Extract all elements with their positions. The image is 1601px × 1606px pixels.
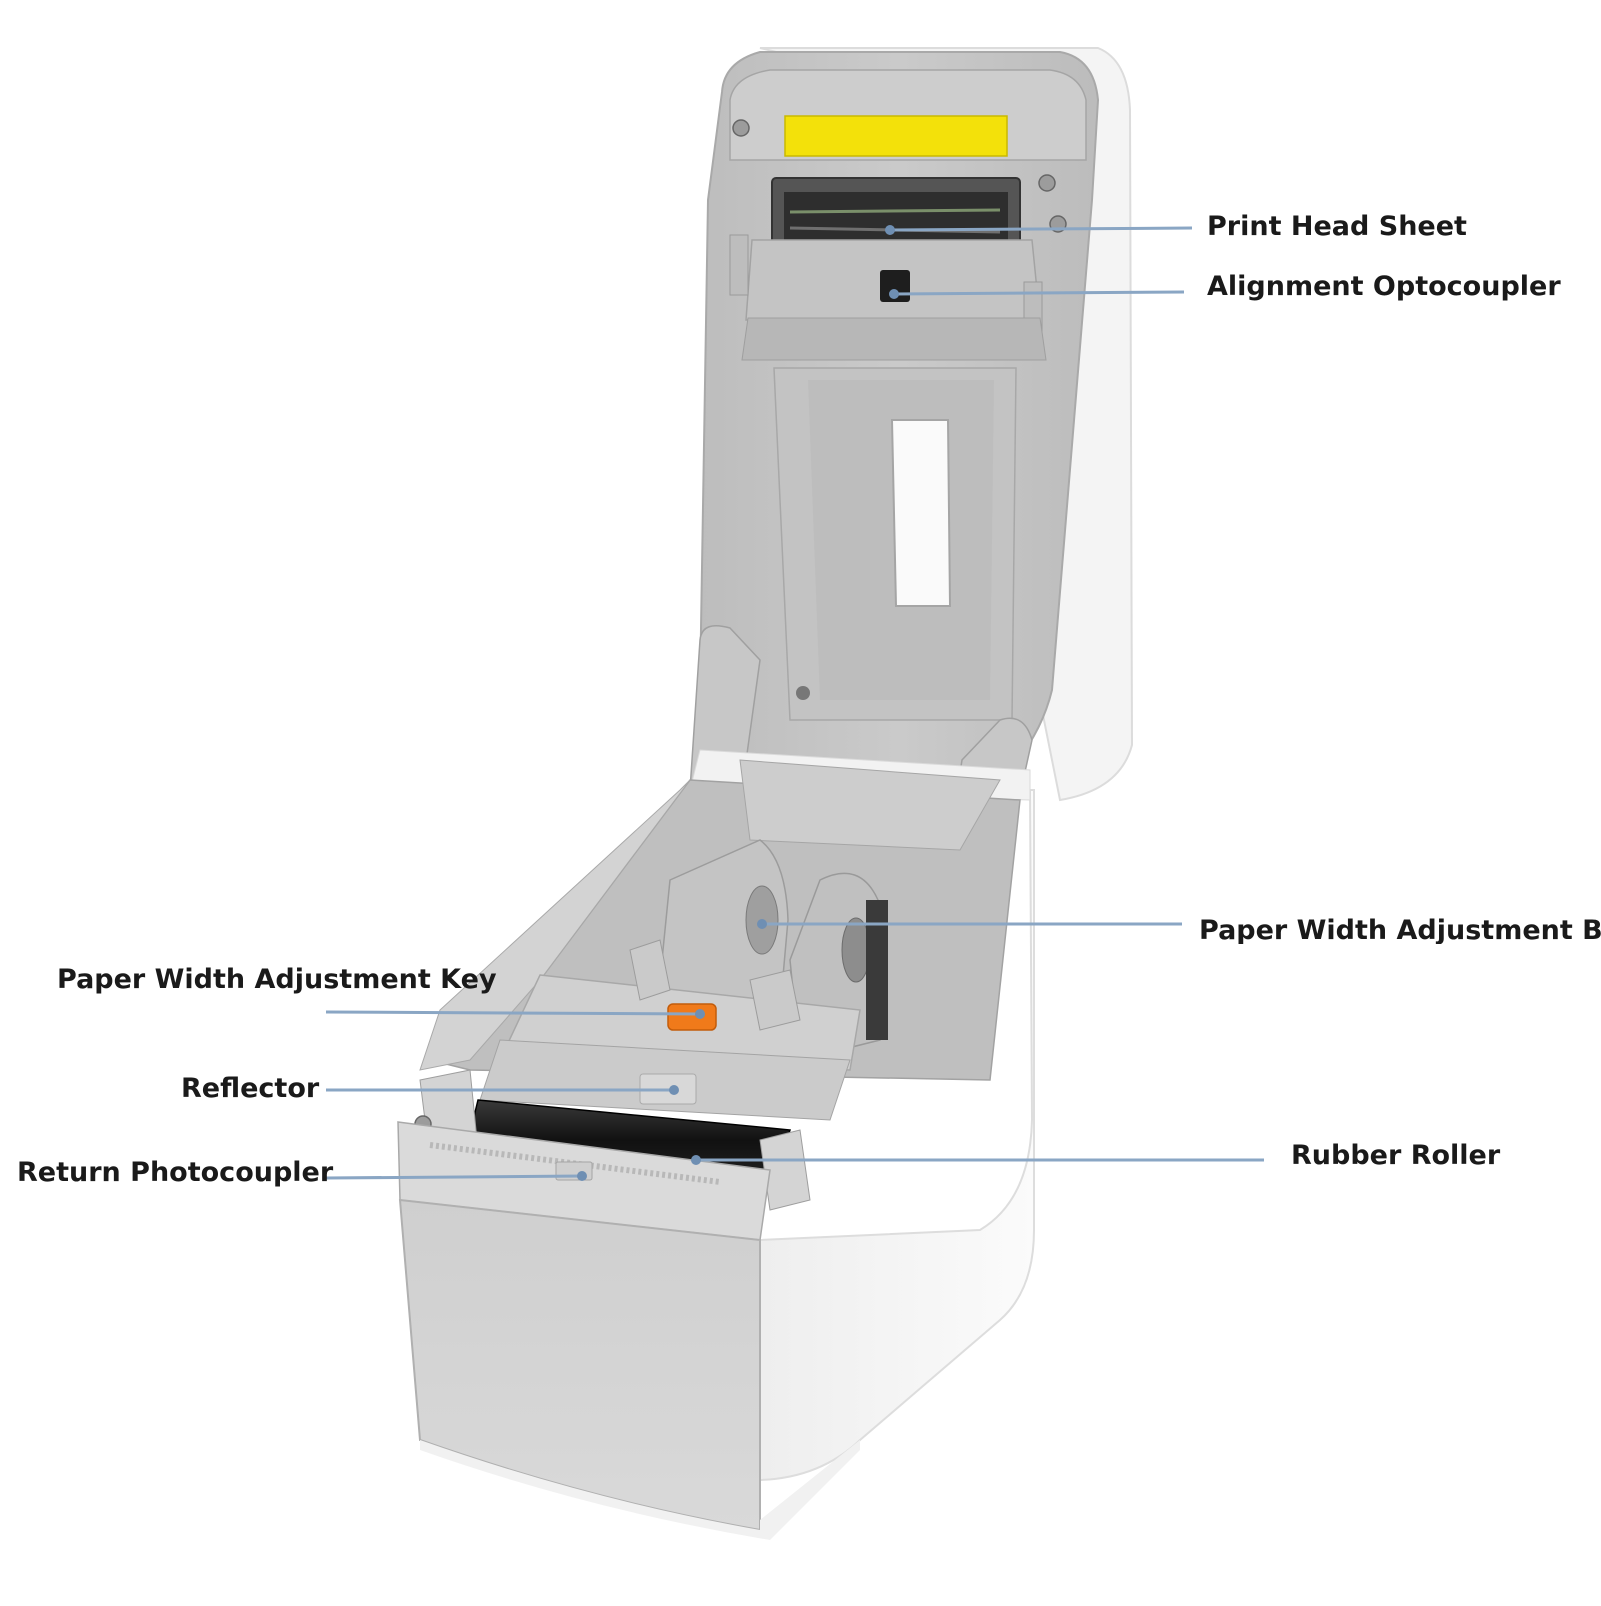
label-paper-width-adjustment-key: Paper Width Adjustment Key [57, 964, 497, 995]
leader-alignment-optocoupler [893, 290, 1185, 296]
label-rubber-roller: Rubber Roller [1291, 1140, 1501, 1171]
label-reflector: Reflector [181, 1073, 320, 1104]
leader-dot [669, 1085, 679, 1095]
base-right-side [759, 789, 1035, 1482]
print-head-circuit [784, 192, 1008, 244]
label-return-photocoupler: Return Photocoupler [17, 1157, 334, 1188]
leader-return-photocoupler [325, 1174, 583, 1180]
label-print-head-sheet: Print Head Sheet [1207, 211, 1467, 242]
leader-print-head-sheet [889, 226, 1193, 232]
left-hinge [689, 625, 761, 791]
print-head-yellow-strip [784, 115, 1008, 157]
leader-dot [691, 1155, 701, 1165]
callout-lines [325, 225, 1264, 1181]
screw-icon [1038, 174, 1056, 192]
cavity-left-wall [419, 779, 691, 1071]
leader-dot [885, 225, 895, 235]
paper-width-adjustment-key [667, 1003, 717, 1031]
cavity-back-wall [739, 759, 1001, 851]
lid-window-slot [890, 419, 952, 607]
leader-dot [577, 1171, 587, 1181]
leader-dot [889, 289, 899, 299]
printer-lid [689, 47, 1134, 841]
screw-icon [732, 119, 750, 137]
leader-dot [695, 1009, 705, 1019]
printer-base [397, 749, 1035, 1540]
label-paper-width-adjustment-block: Paper Width Adjustment Block [1199, 917, 1601, 944]
leader-paper-width-key [325, 1010, 701, 1016]
label-alignment-optocoupler: Alignment Optocoupler [1207, 271, 1561, 302]
leader-dot [757, 919, 767, 929]
base-front-face [398, 1198, 761, 1532]
